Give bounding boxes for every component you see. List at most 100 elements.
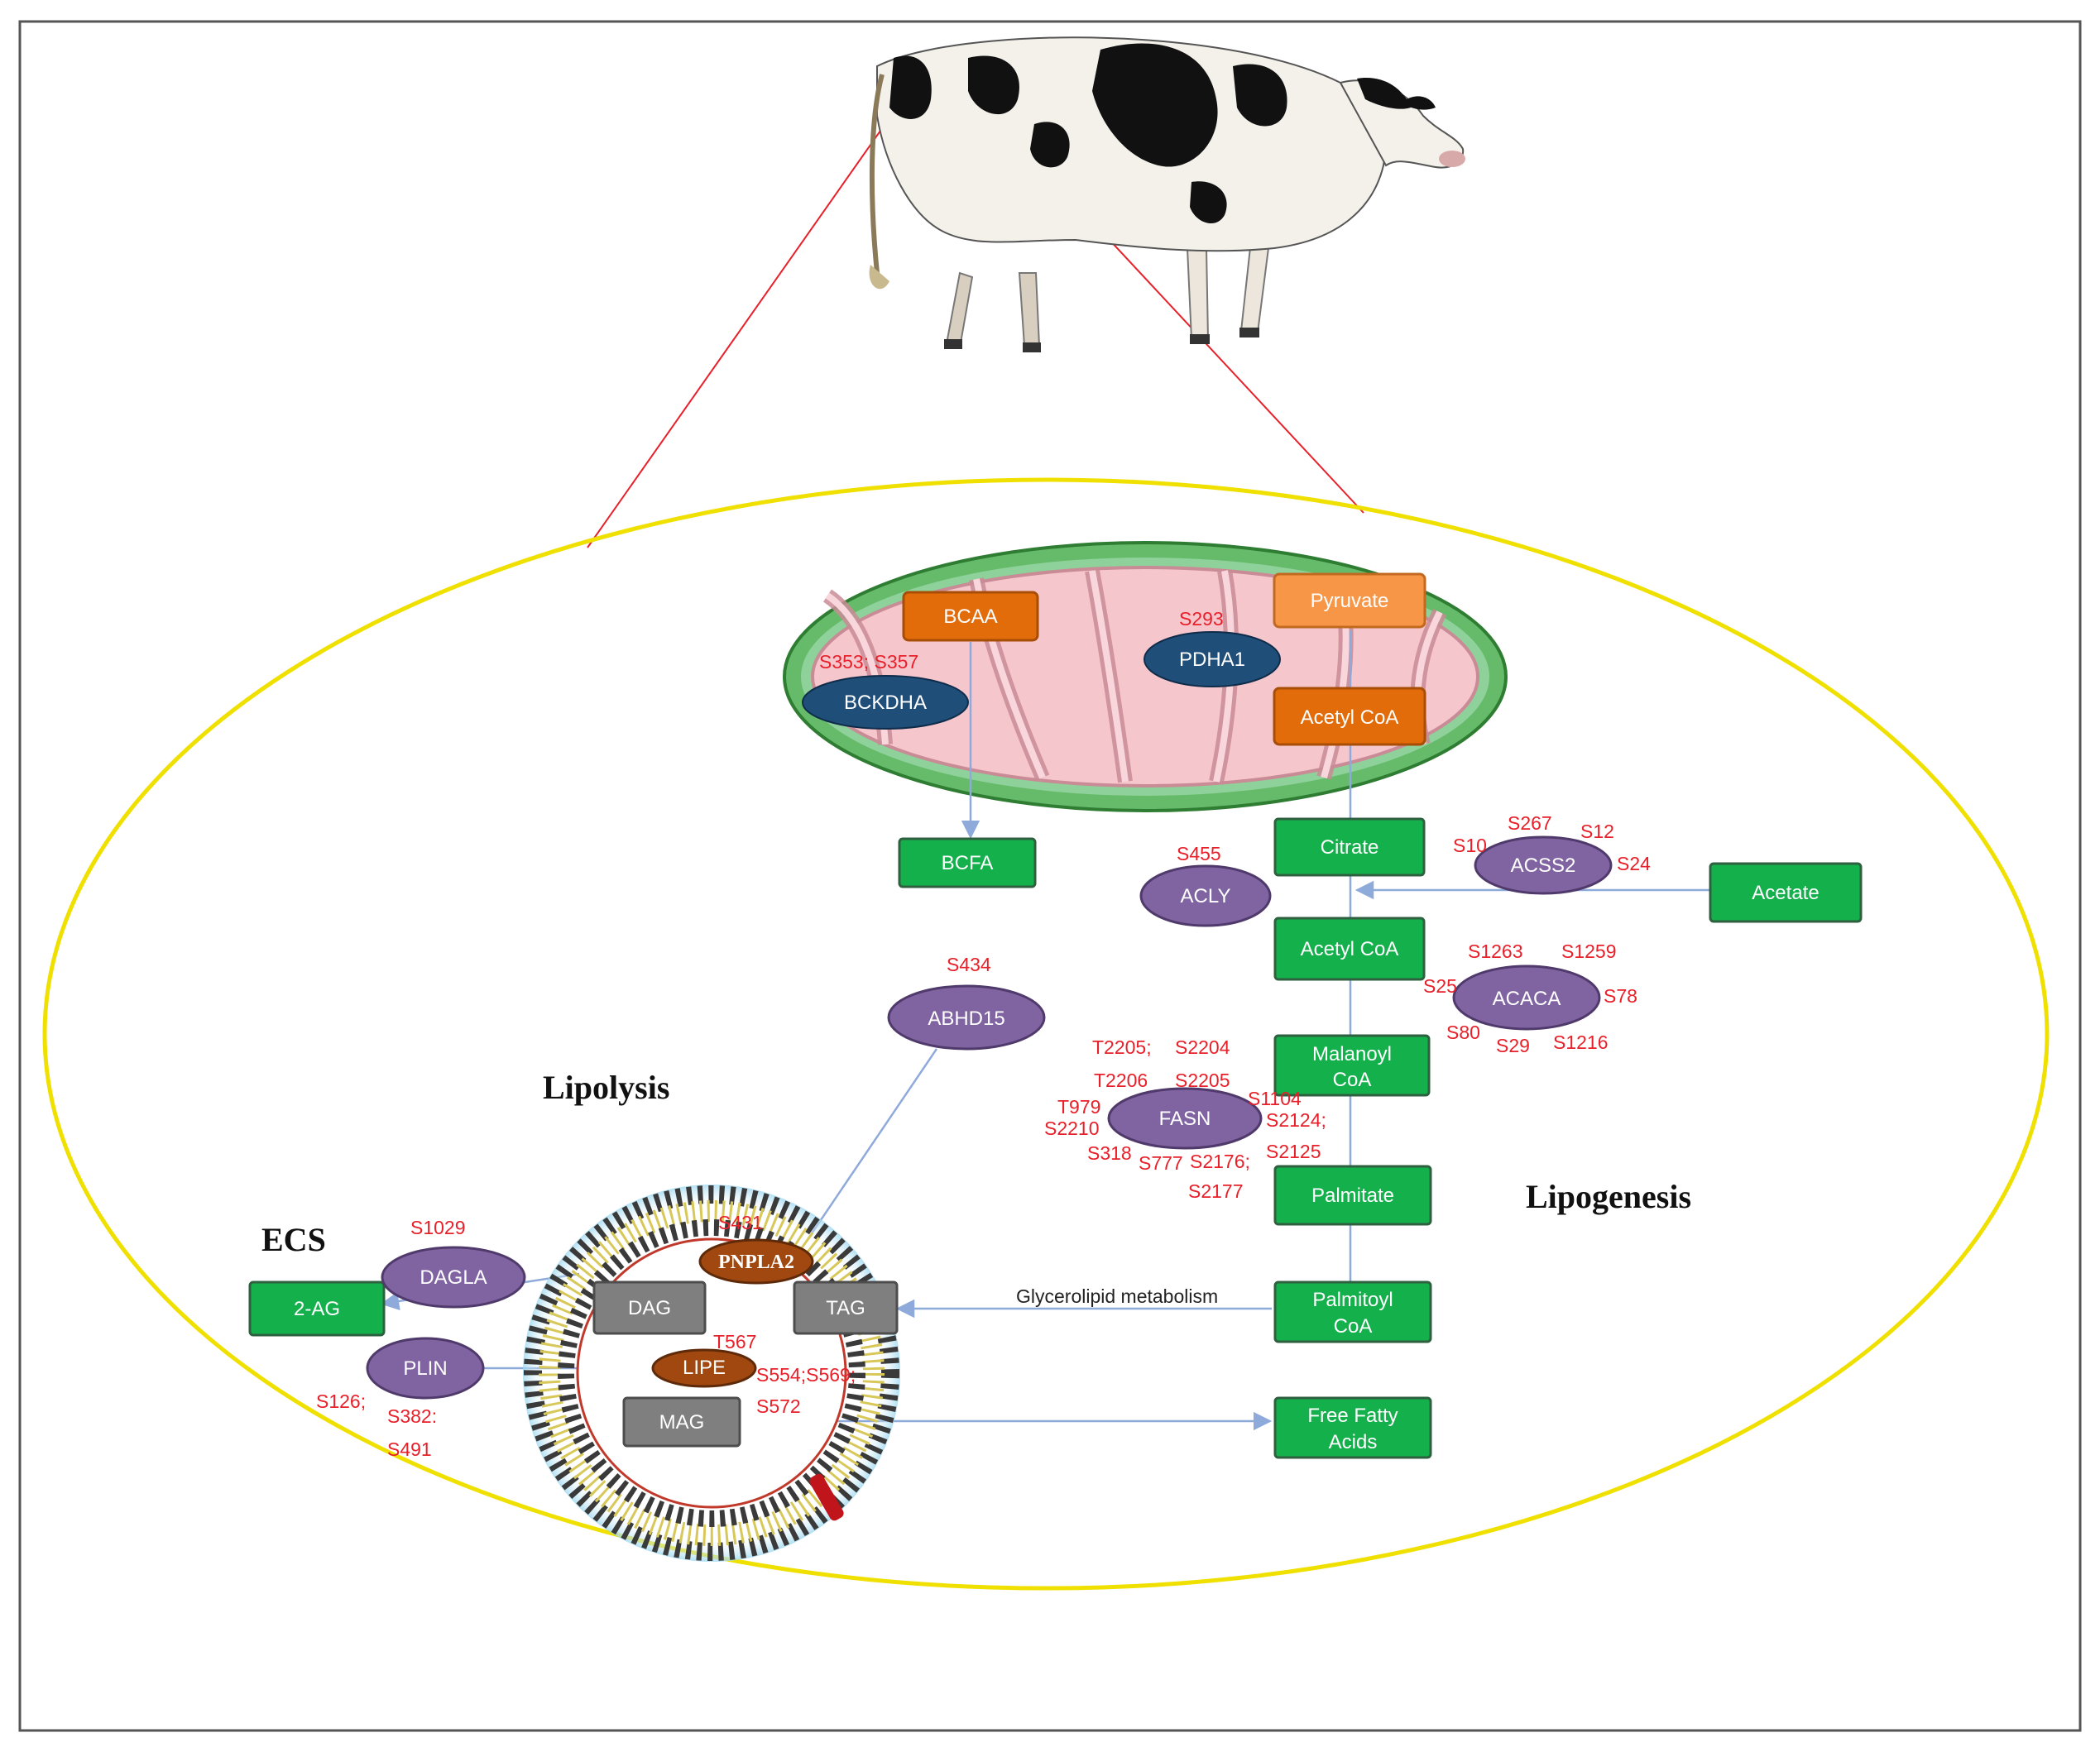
- enzyme-fasn: FASN: [1107, 1087, 1263, 1150]
- site-plin: S382:: [387, 1405, 437, 1427]
- site-acaca: S78: [1604, 985, 1637, 1007]
- svg-text:PNPLA2: PNPLA2: [718, 1252, 794, 1273]
- box-acetyl-coa-mito: Acetyl CoA: [1273, 687, 1426, 746]
- site-abhd15: S434: [947, 954, 991, 975]
- box-dag: DAG: [592, 1280, 707, 1335]
- enzyme-bckdha: BCKDHA: [802, 675, 969, 730]
- svg-text:CoA: CoA: [1333, 1069, 1372, 1091]
- svg-text:2-AG: 2-AG: [294, 1298, 340, 1320]
- svg-text:FASN: FASN: [1159, 1108, 1211, 1130]
- svg-text:Acetate: Acetate: [1752, 882, 1819, 904]
- site-dagla: S1029: [410, 1217, 466, 1238]
- box-free-fatty-acids: Free Fatty Acids: [1273, 1396, 1432, 1459]
- box-pyruvate: Pyruvate: [1273, 572, 1426, 629]
- enzyme-abhd15: ABHD15: [887, 984, 1046, 1051]
- mammary-cell-outline: [42, 477, 2050, 1591]
- site-acaca: S1263: [1468, 941, 1523, 962]
- site-acss2: S12: [1580, 821, 1614, 842]
- svg-text:MAG: MAG: [659, 1411, 705, 1434]
- svg-text:PDHA1: PDHA1: [1179, 649, 1245, 671]
- site-fasn: S2176;: [1190, 1151, 1250, 1172]
- site-acaca: S25: [1423, 975, 1457, 997]
- svg-text:Palmitoyl: Palmitoyl: [1312, 1289, 1393, 1311]
- site-fasn: T979: [1057, 1096, 1100, 1118]
- svg-text:CoA: CoA: [1334, 1315, 1373, 1338]
- site-acaca: S80: [1446, 1022, 1480, 1043]
- label-lipogenesis: Lipogenesis: [1526, 1178, 1691, 1215]
- box-2-ag: 2-AG: [248, 1280, 386, 1337]
- site-fasn: S2124;: [1266, 1109, 1326, 1131]
- enzyme-acss2: ACSS2: [1474, 835, 1613, 895]
- site-lipe: S572: [756, 1395, 801, 1417]
- site-bckdha: S353; S357: [819, 651, 918, 673]
- site-fasn: T2205;: [1092, 1036, 1152, 1058]
- phosphosites: S353; S357 S293 S455 S267 S12 S10 S24 S4…: [316, 608, 1651, 1460]
- svg-text:BCFA: BCFA: [942, 852, 994, 874]
- site-acaca: S1259: [1561, 941, 1617, 962]
- box-mag: MAG: [622, 1396, 741, 1448]
- site-fasn: S1104: [1248, 1088, 1302, 1109]
- label-lipolysis: Lipolysis: [543, 1069, 669, 1106]
- site-acaca: S29: [1496, 1035, 1530, 1056]
- site-fasn: S2205: [1175, 1070, 1230, 1091]
- site-acss2: S267: [1508, 812, 1552, 834]
- site-acss2: S24: [1617, 853, 1651, 874]
- svg-text:ABHD15: ABHD15: [928, 1008, 1004, 1030]
- svg-text:DAG: DAG: [628, 1297, 671, 1319]
- site-pnpla2: S431: [718, 1212, 763, 1233]
- glycerolipid-label: Glycerolipid metabolism: [1016, 1285, 1218, 1307]
- svg-text:Pyruvate: Pyruvate: [1311, 590, 1389, 612]
- label-ecs: ECS: [261, 1221, 326, 1258]
- site-acly: S455: [1177, 843, 1221, 864]
- box-palmitate: Palmitate: [1273, 1165, 1432, 1226]
- svg-text:BCKDHA: BCKDHA: [844, 692, 927, 714]
- enzyme-pdha1: PDHA1: [1143, 631, 1281, 687]
- svg-text:Malanoyl: Malanoyl: [1312, 1043, 1392, 1065]
- site-pdha1: S293: [1179, 608, 1224, 629]
- svg-text:DAGLA: DAGLA: [420, 1266, 487, 1289]
- site-fasn: S2210: [1044, 1118, 1100, 1139]
- site-fasn: S2177: [1188, 1180, 1244, 1202]
- svg-text:ACLY: ACLY: [1181, 885, 1231, 907]
- box-acetate: Acetate: [1709, 862, 1863, 923]
- site-acaca: S1216: [1553, 1032, 1609, 1053]
- svg-text:LIPE: LIPE: [683, 1357, 726, 1379]
- enzyme-acaca: ACACA: [1452, 965, 1601, 1031]
- svg-text:Acetyl CoA: Acetyl CoA: [1301, 706, 1399, 729]
- svg-text:PLIN: PLIN: [403, 1357, 447, 1380]
- site-fasn: T2206: [1094, 1070, 1148, 1091]
- site-plin: S126;: [316, 1391, 366, 1412]
- box-tag: TAG: [793, 1280, 899, 1335]
- zoom-line-left: [587, 85, 913, 548]
- svg-text:TAG: TAG: [826, 1297, 865, 1319]
- enzyme-lipe: LIPE: [651, 1348, 757, 1388]
- site-fasn: S318: [1087, 1142, 1132, 1164]
- site-fasn: S2204: [1175, 1036, 1230, 1058]
- box-malonyl-coa: Malanoyl CoA: [1273, 1034, 1431, 1097]
- site-fasn: S2125: [1266, 1141, 1321, 1162]
- svg-text:BCAA: BCAA: [943, 606, 997, 628]
- enzyme-acly: ACLY: [1139, 864, 1272, 927]
- site-plin: S491: [387, 1438, 432, 1460]
- site-acss2: S10: [1453, 835, 1487, 856]
- svg-text:ACACA: ACACA: [1493, 988, 1561, 1010]
- box-citrate: Citrate: [1273, 817, 1426, 877]
- cow-illustration: [869, 36, 1465, 352]
- svg-text:Citrate: Citrate: [1321, 836, 1379, 859]
- site-lipe: S554;S569;: [756, 1364, 856, 1386]
- figure-frame: [18, 20, 2082, 1732]
- svg-text:Acetyl CoA: Acetyl CoA: [1301, 938, 1399, 960]
- box-acetyl-coa: Acetyl CoA: [1273, 917, 1426, 981]
- enzyme-plin: PLIN: [366, 1337, 485, 1400]
- svg-text:Acids: Acids: [1329, 1431, 1378, 1453]
- enzyme-dagla: DAGLA: [381, 1246, 526, 1309]
- box-bcfa: BCFA: [898, 837, 1037, 888]
- site-fasn: S777: [1139, 1152, 1183, 1174]
- enzyme-pnpla2: PNPLA2: [698, 1238, 814, 1285]
- box-palmitoyl-coa: Palmitoyl CoA: [1273, 1280, 1432, 1343]
- svg-text:Free Fatty: Free Fatty: [1307, 1405, 1398, 1427]
- box-bcaa: BCAA: [902, 591, 1039, 642]
- site-lipe: T567: [713, 1331, 756, 1352]
- svg-text:Palmitate: Palmitate: [1311, 1185, 1394, 1207]
